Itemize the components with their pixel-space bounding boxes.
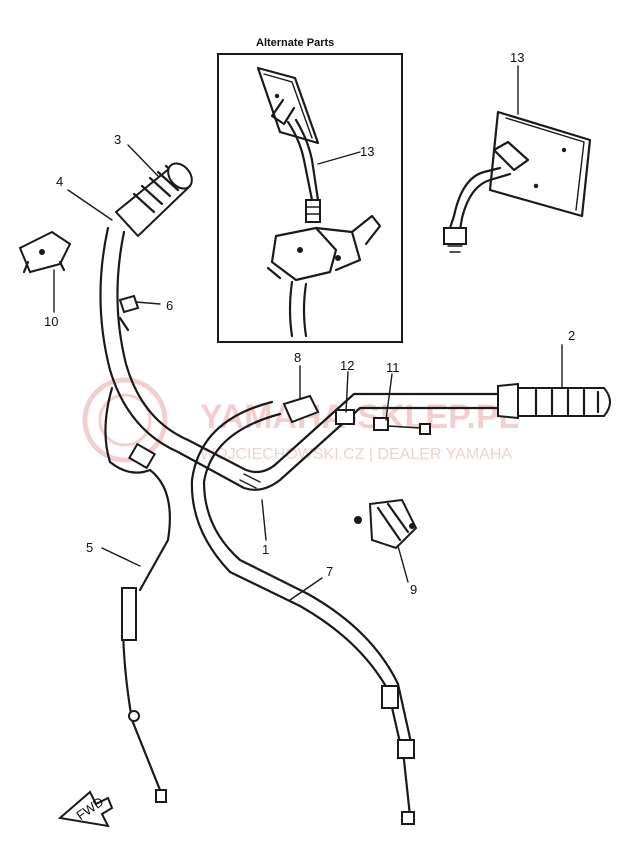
callout-11: 11 [386,360,400,375]
switch-assembly [18,230,72,274]
front-direction-arrow: FWD [57,790,114,828]
rear-view-mirror [443,110,592,253]
inset-lever-housing [266,214,382,338]
callout-8: 8 [294,350,301,365]
callout-10: 10 [44,314,58,329]
callout-numbers: 1 2 3 4 5 6 7 8 9 10 11 12 13 13 [44,50,575,597]
callout-5: 5 [86,540,93,555]
clutch-cable [104,386,171,803]
callout-7: 7 [326,564,333,579]
inset-mirror [256,66,321,223]
alternate-parts-inset: Alternate Parts [217,37,403,343]
watermark-tagline: WOJCIECHOWSKI.CZ | DEALER YAMAHA [200,446,512,463]
watermark-brand: YAMAHA-SKLEP.PL [200,398,519,436]
leader-lines [53,65,563,601]
callout-4: 4 [56,174,63,189]
callout-3: 3 [114,132,121,147]
throttle-housing [354,498,418,550]
throttle-cable [190,400,416,825]
callout-1: 1 [262,542,269,557]
callout-13: 13 [510,50,524,65]
inset-title: Alternate Parts [256,37,334,49]
right-grip [497,382,611,420]
callout-13-inset: 13 [360,144,374,159]
screw [118,294,140,332]
callout-9: 9 [410,582,417,597]
cable-adjuster-parts [282,394,431,435]
callout-12: 12 [340,358,354,373]
watermark: YAMAHA-SKLEP.PL WOJCIECHOWSKI.CZ | DEALE… [82,377,519,463]
handlebar [99,226,522,491]
callout-6: 6 [166,298,173,313]
callout-2: 2 [568,328,575,343]
left-grip [114,162,193,238]
